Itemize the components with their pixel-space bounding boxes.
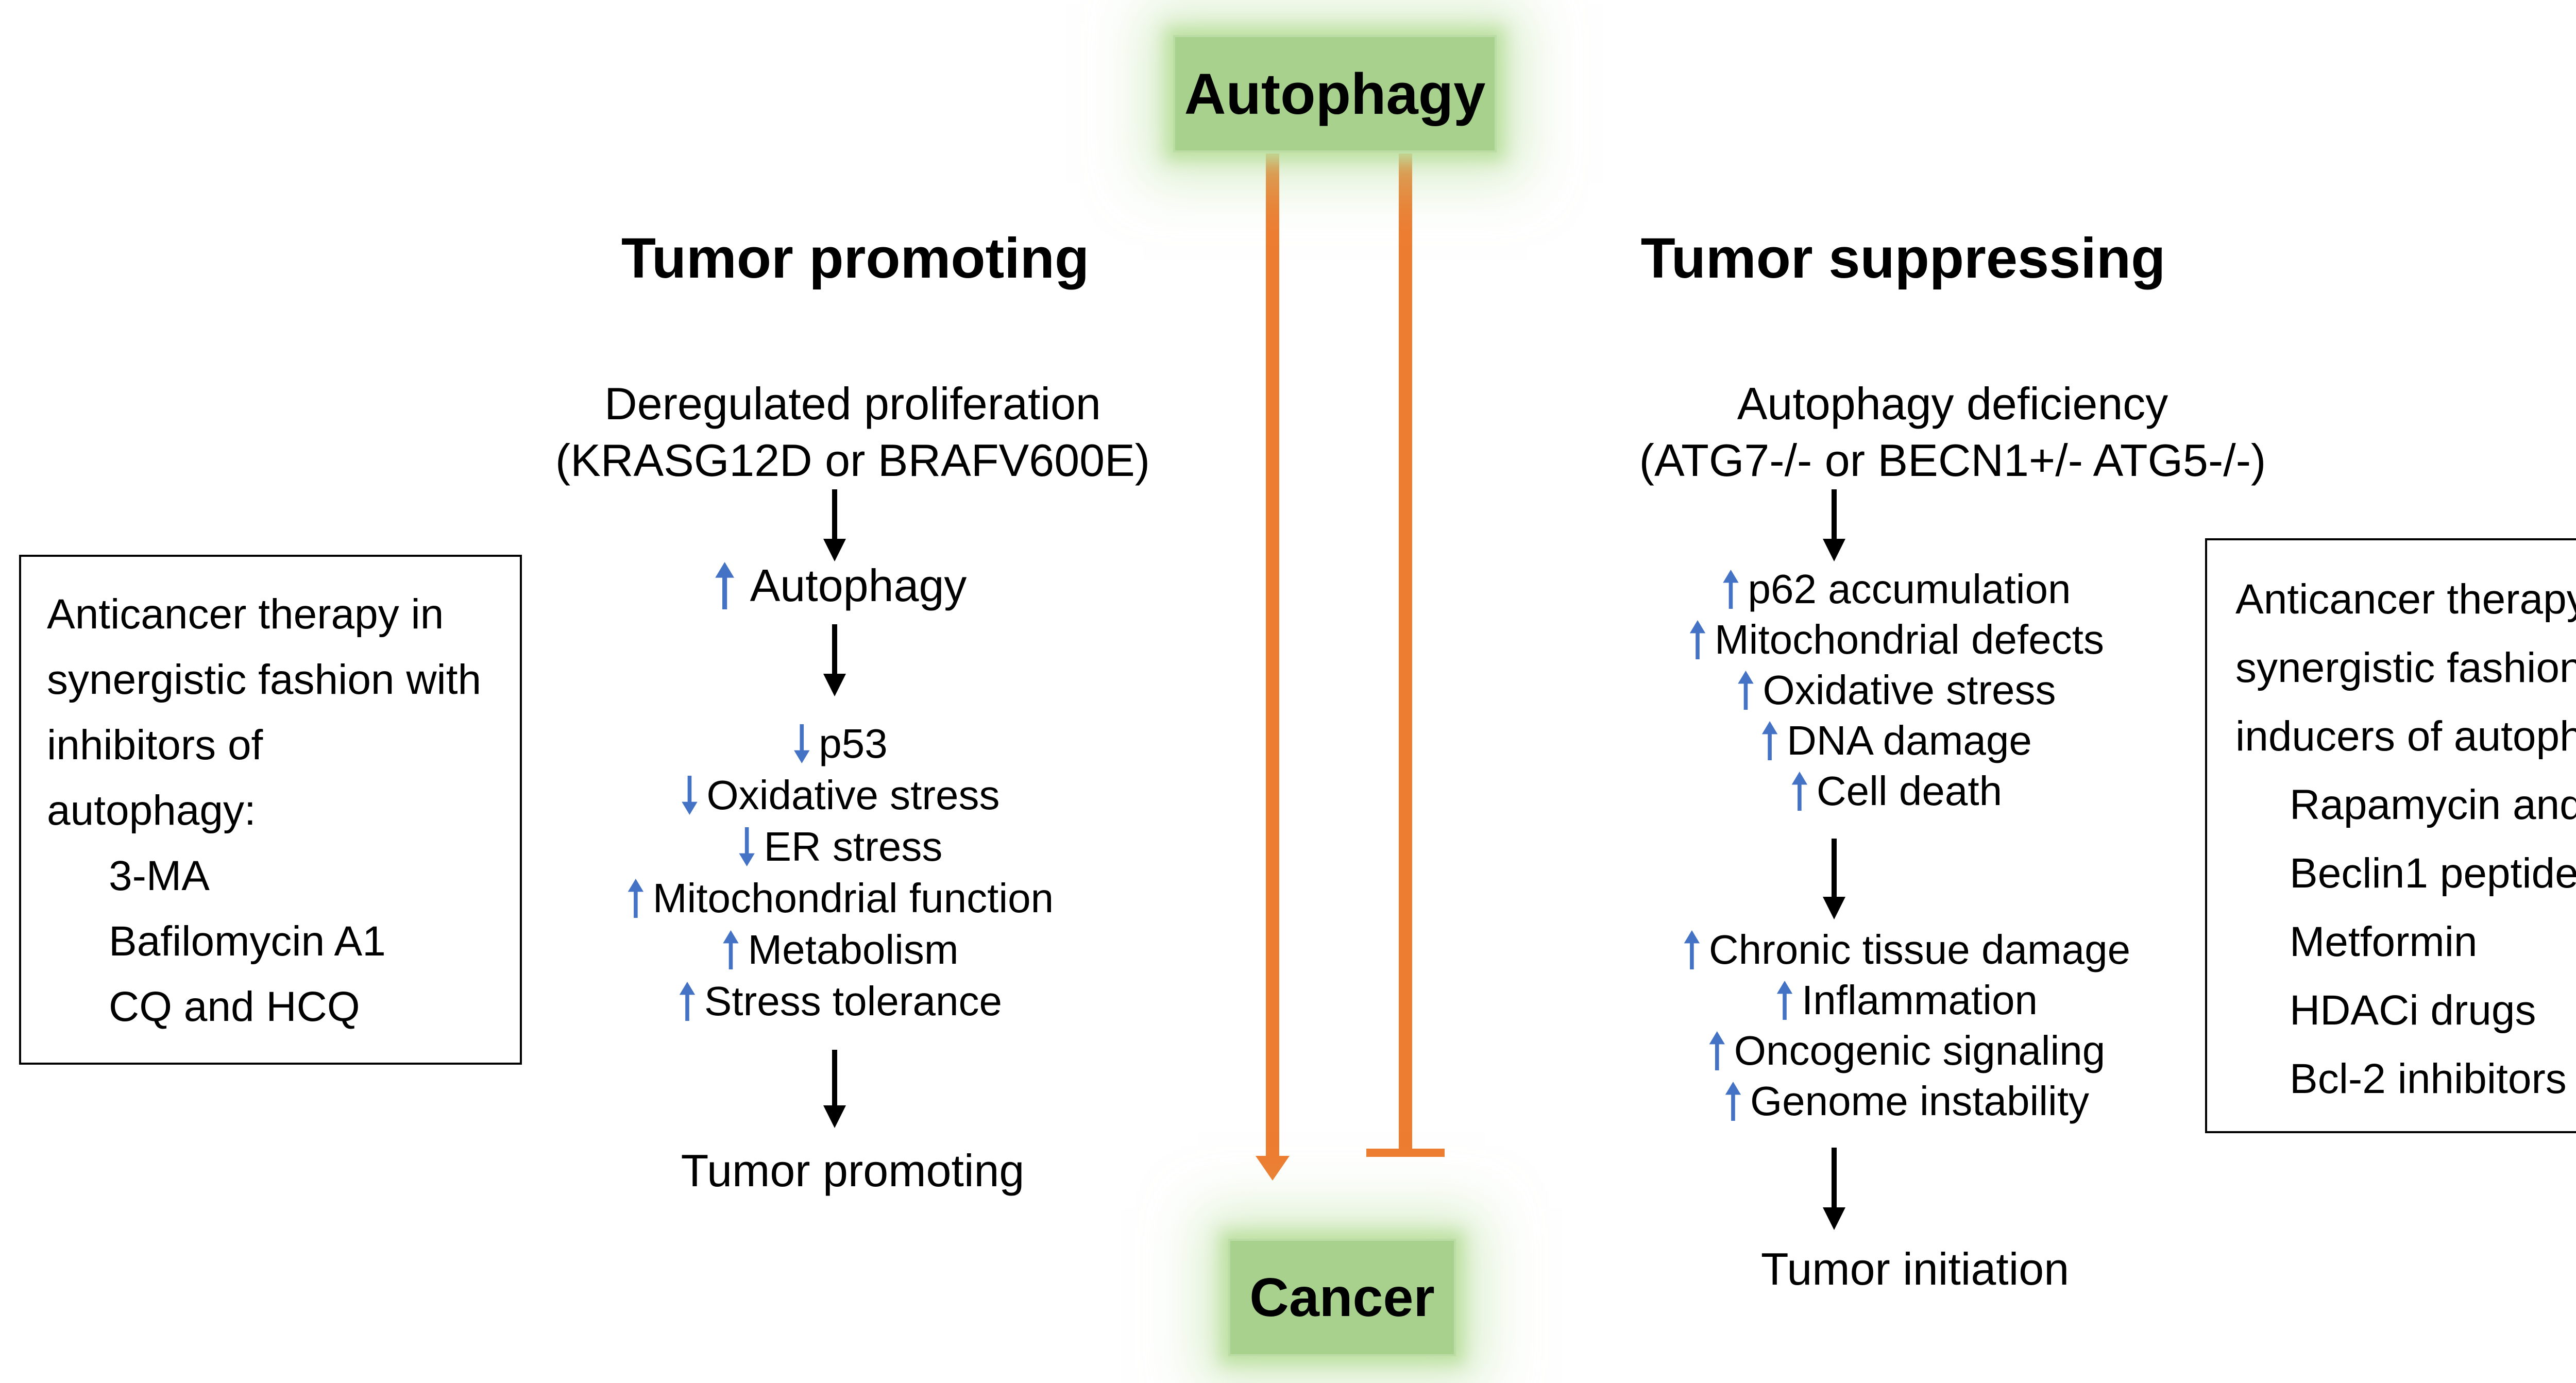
left-autophagy-row: Autophagy [713, 559, 967, 612]
up-arrow-icon [1723, 570, 1739, 609]
inhibitors-info-box: Anticancer therapy in synergistic fashio… [19, 555, 522, 1065]
up-arrow-icon [1709, 1031, 1725, 1070]
up-arrow-icon [723, 930, 739, 969]
right-effect-row: DNA damage [1760, 717, 2032, 764]
left-effect-row: p53 [792, 720, 888, 767]
left-effect-row: Mitochondrial function [626, 875, 1054, 922]
left-effect-label: Mitochondrial function [652, 875, 1054, 921]
right-effect-label: Mitochondrial defects [1715, 617, 2104, 662]
right-branch-heading: Tumor suppressing [1640, 227, 2166, 290]
info-line: inhibitors of [47, 722, 263, 769]
right-effect-label: p62 accumulation [1748, 566, 2071, 612]
left-effect-label: Oxidative stress [706, 772, 1000, 818]
left-effect-label: Metabolism [748, 927, 959, 972]
flow-arrow-icon [1819, 839, 1850, 919]
info-item: Bcl-2 inhibitors [2290, 1055, 2567, 1102]
left-effect-row: Metabolism [721, 926, 959, 974]
right-outcome-label: Tumor initiation [1760, 1243, 2070, 1294]
right-effect-row: Inflammation [1775, 977, 2038, 1024]
up-arrow-icon [1689, 620, 1706, 659]
right-effect-label: Inflammation [1802, 977, 2038, 1023]
up-arrow-icon [715, 562, 735, 609]
promotes-connector-line [1266, 153, 1279, 1157]
inhibits-bar-icon [1366, 1149, 1445, 1157]
right-effect-label: Chronic tissue damage [1708, 927, 2131, 972]
left-cause-line2: (KRASG12D or BRAFV600E) [555, 435, 1150, 486]
right-effect-label: DNA damage [1787, 718, 2032, 763]
left-autophagy-label: Autophagy [750, 560, 967, 611]
flow-arrow-icon [1819, 1148, 1850, 1230]
info-item: Beclin1 peptide [2290, 850, 2576, 897]
right-effect-label: Oxidative stress [1762, 667, 2056, 713]
flow-arrow-icon [819, 624, 850, 696]
up-arrow-icon [1684, 930, 1700, 969]
right-effect-row: Chronic tissue damage [1682, 926, 2130, 974]
info-item: 3-MA [109, 852, 210, 899]
left-effect-label: p53 [819, 721, 888, 766]
right-effect-row: p62 accumulation [1721, 566, 2071, 613]
down-arrow-icon [794, 724, 810, 763]
up-arrow-icon [628, 879, 644, 918]
right-effect-row: Genome instability [1723, 1078, 2089, 1125]
info-line: synergistic fashion with [2235, 644, 2576, 691]
down-arrow-icon [682, 776, 698, 815]
left-effect-label: ER stress [764, 824, 943, 869]
cancer-node: Cancer [1228, 1239, 1456, 1356]
flow-arrow-icon [1819, 489, 1850, 561]
right-effect-row: Cell death [1790, 767, 2002, 815]
up-arrow-icon [1761, 721, 1778, 760]
flow-arrow-icon [819, 1050, 850, 1128]
autophagy-node-label: Autophagy [1184, 61, 1486, 126]
info-line: autophagy: [47, 787, 256, 834]
up-arrow-icon [1725, 1082, 1741, 1121]
left-cause-line1: Deregulated proliferation [604, 378, 1101, 429]
info-line: Anticancer therapy in [47, 591, 444, 638]
left-effect-row: Stress tolerance [677, 978, 1002, 1025]
left-effect-label: Stress tolerance [704, 978, 1003, 1024]
info-item: CQ and HCQ [109, 983, 360, 1030]
left-effect-row: ER stress [737, 823, 943, 870]
up-arrow-icon [1776, 981, 1793, 1020]
info-item: Bafilomycin A1 [109, 918, 386, 965]
right-effect-label: Genome instability [1750, 1078, 2090, 1124]
right-cause-line1: Autophagy deficiency [1737, 378, 2168, 429]
up-arrow-icon [679, 982, 696, 1021]
promotes-arrowhead-icon [1256, 1156, 1290, 1181]
right-cause-line2: (ATG7-/- or BECN1+/- ATG5-/-) [1639, 435, 2266, 486]
left-branch-heading: Tumor promoting [621, 227, 1090, 290]
info-item: HDACi drugs [2290, 987, 2536, 1034]
info-line: inducers of autophagy: [2235, 713, 2576, 760]
right-effect-row: Mitochondrial defects [1688, 616, 2104, 663]
cancer-node-label: Cancer [1249, 1267, 1435, 1328]
flow-arrow-icon [819, 489, 850, 561]
info-item: Rapamycin and its analogs [2290, 781, 2576, 828]
left-effect-row: Oxidative stress [680, 772, 1000, 819]
right-effect-row: Oxidative stress [1736, 667, 2056, 714]
up-arrow-icon [1791, 772, 1808, 811]
left-outcome-label: Tumor promoting [681, 1145, 1025, 1196]
up-arrow-icon [1738, 671, 1754, 710]
right-effect-label: Oncogenic signaling [1734, 1028, 2106, 1073]
right-effect-label: Cell death [1816, 768, 2003, 814]
inducers-info-box: Anticancer therapy in synergistic fashio… [2205, 538, 2576, 1133]
autophagy-node: Autophagy [1173, 35, 1497, 152]
down-arrow-icon [739, 827, 755, 866]
info-line: synergistic fashion with [47, 656, 482, 703]
info-line: Anticancer therapy in [2235, 576, 2576, 623]
inhibits-connector-line [1399, 153, 1412, 1150]
right-effect-row: Oncogenic signaling [1707, 1027, 2105, 1074]
info-item: Metformin [2290, 918, 2478, 965]
